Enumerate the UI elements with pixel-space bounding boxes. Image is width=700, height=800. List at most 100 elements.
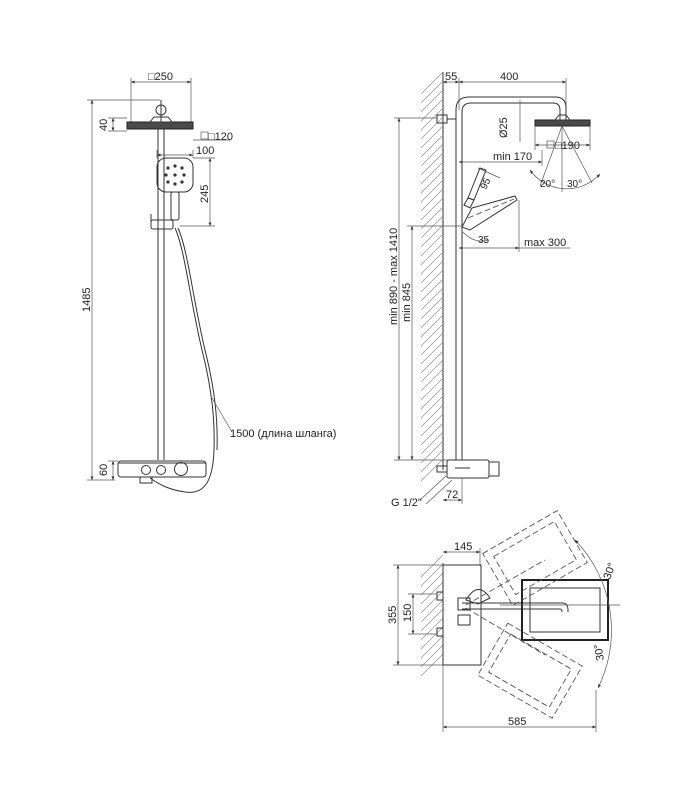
top-view: 145 355 150 [387, 509, 620, 732]
hand-shower [156, 157, 194, 221]
hatch-line [420, 581, 444, 605]
hatch-line [420, 188, 444, 212]
hatch-line [420, 269, 444, 293]
hatch-line [420, 287, 444, 311]
hand-dim-label: 95 [479, 176, 494, 191]
hatch-line [420, 554, 444, 578]
hatch-line [420, 635, 444, 659]
hatch-line [420, 422, 444, 446]
hatch-line [420, 404, 444, 428]
thread-callout: G 1/2" [391, 475, 453, 509]
hatch-line [420, 395, 444, 419]
hatch-line [420, 563, 444, 587]
hatch-line [420, 458, 444, 482]
height-range-label: min 890 - max 1410 [388, 228, 400, 325]
hatch-line [420, 143, 444, 167]
mixer-depth-dimension: 72 [443, 478, 463, 504]
inlet-spacing-label: 150 [402, 604, 414, 622]
top-width-label: 355 [387, 606, 399, 624]
hatch-line [420, 332, 444, 356]
inlet-spacing-dimension: 150 [402, 593, 437, 635]
wall-hatching [420, 71, 444, 482]
head-height-label: 40 [98, 119, 110, 131]
side-column [436, 96, 567, 460]
hatch-line [420, 233, 444, 257]
hatch-line [420, 224, 444, 248]
hatch-line [420, 323, 444, 347]
total-reach-dimension: 585 [442, 665, 597, 732]
hatch-line [420, 314, 444, 338]
arm-reach-dimension: 400 [459, 71, 567, 118]
thermostatic-mixer [117, 460, 207, 484]
hatch-line [420, 215, 444, 239]
hatch-line [420, 590, 444, 614]
hand-height-label: 245 [199, 185, 211, 203]
hatch-line [420, 107, 444, 131]
hatch-line [420, 572, 444, 596]
hand-width-dimension: 100 [156, 145, 214, 158]
rain-shower-head [126, 116, 194, 130]
hatch-line [420, 242, 444, 266]
side-head-square-label: □190 [555, 140, 580, 152]
hatch-line [420, 71, 444, 95]
rotation-guides [465, 559, 546, 656]
hand-square-dimension: □120 [193, 131, 233, 143]
thread-label: G 1/2" [391, 497, 422, 509]
hatch-line [420, 260, 444, 284]
hatch-line [420, 116, 444, 140]
top-head-square [521, 579, 609, 641]
total-height-label: 1485 [81, 288, 93, 312]
hatch-line [420, 431, 444, 455]
side-mixer [436, 459, 500, 479]
hatch-line [420, 377, 444, 401]
hatch-line [420, 440, 444, 464]
hatch-line [420, 161, 444, 185]
holder-angle-label: 35 [478, 235, 490, 246]
top-mixer-body [436, 564, 491, 666]
angle-lower-label: 30° [592, 643, 607, 661]
mixer-height-dimension: 60 [98, 460, 118, 480]
min-height-dimension: min 845 [401, 225, 462, 460]
hatch-line [420, 617, 444, 641]
hand-width-label: 100 [196, 145, 214, 157]
hatch-line [420, 98, 444, 122]
max-reach-label: max 300 [524, 237, 566, 249]
hose-length-label: 1500 (длина шланга) [230, 428, 336, 440]
total-height-dimension: 1485 [81, 99, 160, 481]
pipe-diameter-label: Ø25 [498, 117, 510, 138]
spray-angle-fan: 20° 30° [529, 125, 601, 192]
top-wall-hatching [420, 554, 444, 677]
top-depth-dimension: 145 [443, 541, 481, 565]
hand-height-dimension: 245 [180, 157, 215, 227]
hatch-line [420, 134, 444, 158]
hose-length-callout: 1500 (длина шланга) [211, 397, 336, 440]
hatch-line [420, 350, 444, 374]
shower-column [157, 129, 165, 460]
hatch-line [420, 89, 444, 113]
min-reach-dimension: min 170 [459, 150, 543, 166]
head-width-dimension: □250 [130, 71, 192, 122]
min-reach-label: min 170 [493, 151, 532, 163]
min-height-label: min 845 [401, 283, 413, 322]
hatch-line [420, 341, 444, 365]
hatch-line [420, 251, 444, 275]
angle-upper-label: 30° [602, 561, 619, 581]
hatch-line [420, 413, 444, 437]
head-height-dimension: 40 [98, 117, 127, 132]
hatch-line [420, 80, 444, 104]
slide-holder [150, 214, 174, 230]
hatch-line [420, 278, 444, 302]
mixer-depth-label: 72 [446, 489, 458, 501]
spray-angle-right: 30° [567, 179, 582, 190]
max-reach-dimension: max 300 [459, 200, 570, 252]
hatch-line [420, 305, 444, 329]
side-rain-head [534, 114, 591, 127]
hatch-line [420, 197, 444, 221]
wall-offset-label: 55 [445, 71, 457, 83]
hatch-line [420, 644, 444, 668]
rotation-arc: 30° 30° [500, 539, 620, 689]
side-hand-shower: 95 [461, 167, 518, 231]
hatch-line [420, 626, 444, 650]
hatch-line [420, 608, 444, 632]
